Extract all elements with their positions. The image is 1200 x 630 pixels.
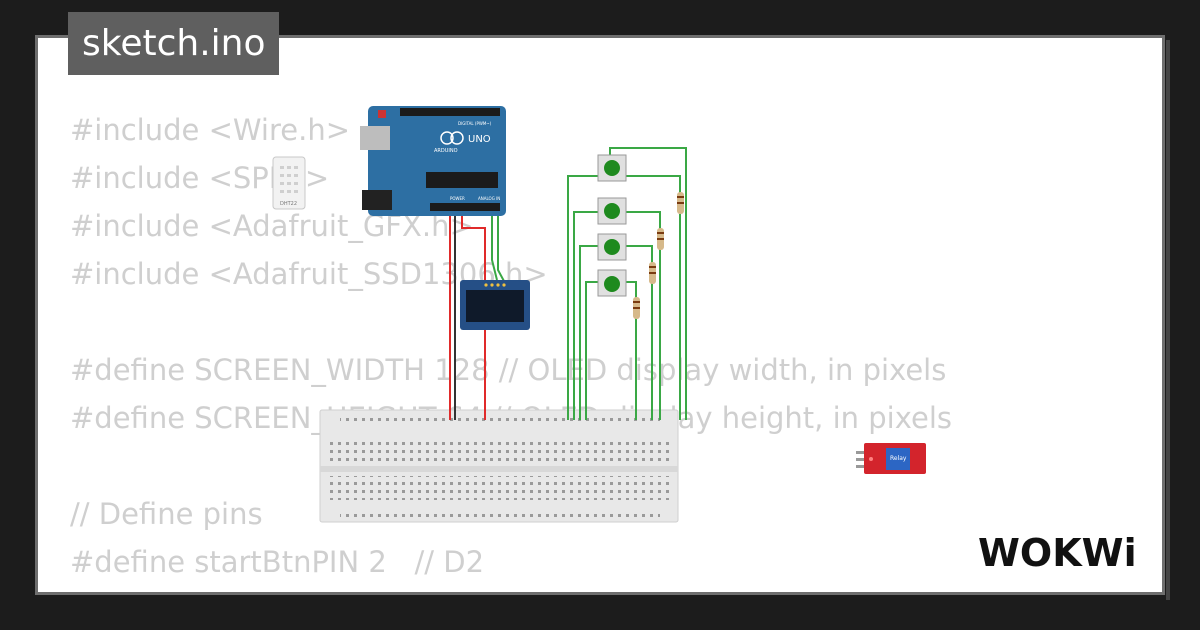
arduino-uno-board: UNO ARDUINO DIGITAL (PWM~) POWER ANALOG …	[360, 106, 506, 216]
code-line: #define startBtnPIN 2 // D2	[70, 545, 485, 579]
arduino-brand-label: ARDUINO	[434, 148, 458, 154]
wokwi-logo-text: WOKWi	[978, 531, 1137, 575]
code-line: #include <SPI.h>	[70, 161, 330, 195]
code-line: // Define pins	[70, 497, 263, 531]
push-button[interactable]	[597, 269, 627, 297]
arduino-uno-label: UNO	[468, 134, 491, 145]
arduino-analog-label: ANALOG IN	[478, 196, 500, 201]
wires	[449, 147, 687, 420]
push-buttons	[597, 154, 627, 297]
breadboard	[319, 409, 679, 523]
push-button[interactable]	[597, 154, 627, 182]
push-button[interactable]	[597, 233, 627, 261]
code-line: #include <Wire.h>	[70, 113, 351, 147]
relay-label: Relay	[890, 455, 907, 462]
arduino-digital-label: DIGITAL (PWM~)	[458, 121, 492, 126]
dht22-label: DHT22	[280, 201, 297, 207]
wokwi-logo: WOKWi	[978, 531, 1137, 575]
resistors	[633, 192, 684, 319]
arduino-power-label: POWER	[450, 196, 465, 201]
dht22-sensor: DHT22	[272, 156, 306, 210]
push-button[interactable]	[597, 197, 627, 225]
file-name-tab: sketch.ino	[68, 12, 280, 75]
relay-module: Relay	[856, 443, 926, 474]
oled-display	[460, 280, 530, 330]
card-shadow-edge	[1166, 40, 1170, 600]
